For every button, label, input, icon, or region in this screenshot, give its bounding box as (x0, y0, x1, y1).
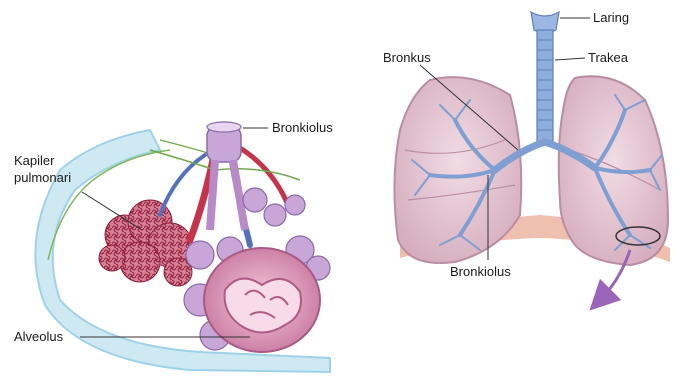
alveolus-cross-section (204, 248, 320, 352)
alveoli-illustration: Bronkiolus Kapiler pulmonari Alveolus (14, 120, 333, 372)
label-bronkiolus-right: Bronkiolus (450, 264, 511, 279)
label-kapiler-line2: pulmonari (14, 170, 71, 185)
label-bronkiolus-left: Bronkiolus (272, 120, 333, 135)
label-bronkus: Bronkus (383, 50, 431, 65)
lungs-illustration: Laring Trakea Bronkus Bronkiolus (383, 10, 670, 300)
label-trakea: Trakea (588, 50, 629, 65)
trachea (537, 30, 553, 142)
capillary-cluster (99, 200, 192, 286)
leader-trakea (555, 58, 585, 60)
label-alveolus: Alveolus (14, 329, 64, 344)
bronchiole-tube (207, 122, 245, 230)
label-kapiler-line1: Kapiler (14, 153, 55, 168)
label-laring: Laring (593, 10, 629, 25)
